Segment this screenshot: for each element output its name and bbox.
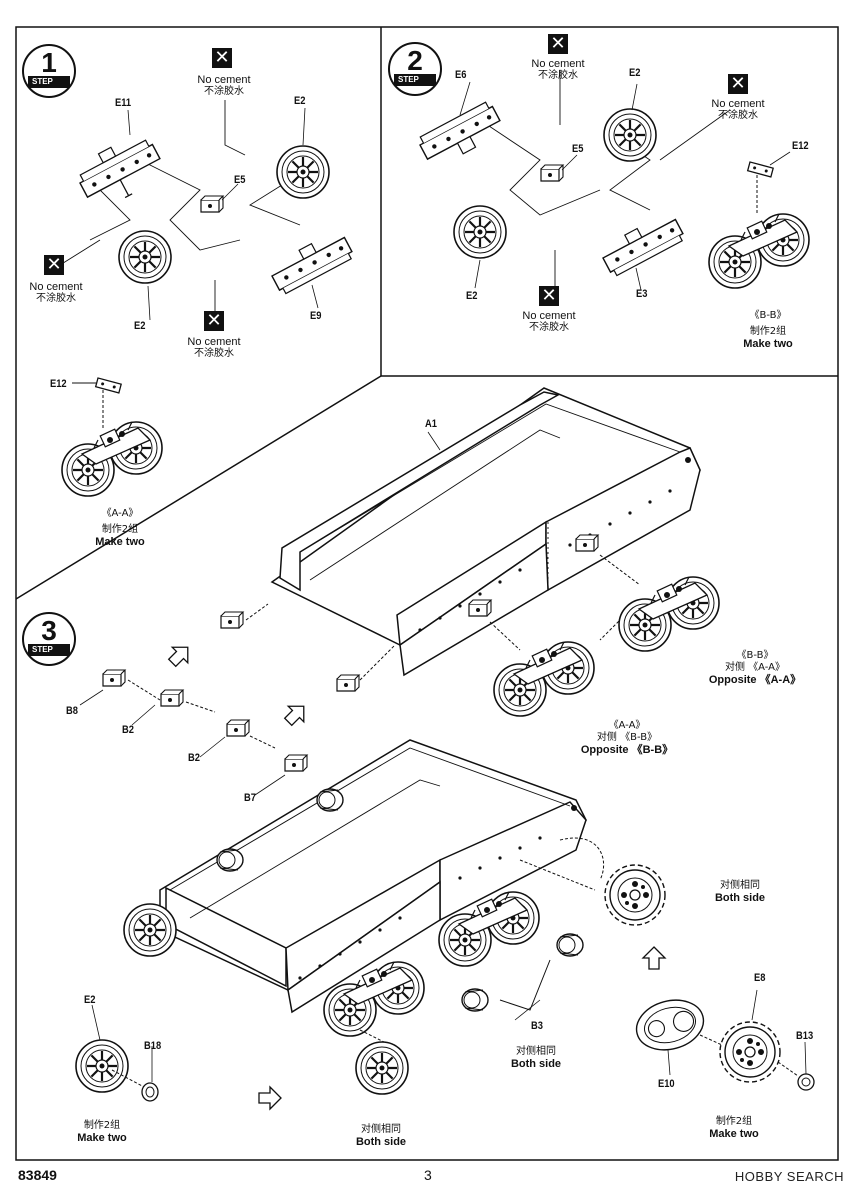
step-2-badge: 2 STEP [388,42,442,96]
no-cement-icon: ✕ [204,311,224,331]
part-label-E12: E12 [50,378,67,390]
bb-opposite-aa-note: 《B-B》 对侧 《A-A》 Opposite 《A-A》 [700,650,810,686]
no-cement-en: No cement [197,74,251,86]
aa-opposite-bb-note: 《A-A》 对侧 《B-B》 Opposite 《B-B》 [572,720,682,756]
no-cement-cn: 不涂胶水 [204,86,244,97]
no-cement-note: No cement 不涂胶水 [700,98,776,122]
both-side-cn: 对侧相同 [720,880,760,891]
no-cement-note: No cement 不涂胶水 [18,281,94,305]
opposite-bb-en: Opposite 《B-B》 [580,744,674,756]
both-side-en: Both side [355,1136,407,1148]
both-side-cn: 对侧相同 [516,1046,556,1057]
opposite-aa-cn: 对侧 《A-A》 [724,662,786,673]
subassembly-bb-note: 《B-B》 制作2组 Make two [728,310,808,350]
wheel-both-side-note: 对侧相同 Both side [345,1124,417,1148]
make-two-cn: 制作2组 [83,1120,121,1131]
both-side-en: Both side [510,1058,562,1070]
make-two-en: Make two [709,1128,759,1140]
part-label-E2: E2 [134,320,146,332]
roller-both-side-note: 对侧相同 Both side [500,1046,572,1070]
no-cement-en: No cement [531,58,585,70]
no-cement-note: No cement 不涂胶水 [520,58,596,82]
make-two-en: Make two [743,338,793,350]
no-cement-en: No cement [187,336,241,348]
part-label-E9: E9 [310,310,322,322]
part-label-B18: B18 [144,1040,162,1052]
part-label-E2: E2 [466,290,478,302]
part-label-B3: B3 [531,1020,543,1032]
make-two-en: Make two [77,1132,127,1144]
step-number: 2 [407,45,423,76]
make-two-en: Make two [95,536,145,548]
subassembly-bb-label: 《B-B》 [736,650,774,661]
step-3-badge: 3 STEP [22,612,76,666]
subassembly-aa-label: 《A-A》 [101,508,139,519]
part-label-B13: B13 [796,1030,814,1042]
make-two-cn: 制作2组 [715,1116,753,1127]
wheel-make-two-note: 制作2组 Make two [66,1120,138,1144]
no-cement-icon: ✕ [539,286,559,306]
part-label-E5: E5 [234,174,246,186]
both-side-en: Both side [714,892,766,904]
no-cement-en: No cement [29,281,83,293]
no-cement-icon: ✕ [548,34,568,54]
step-tag: STEP [28,644,70,656]
part-label-B2: B2 [122,724,134,736]
part-label-E3: E3 [636,288,648,300]
part-label-E2: E2 [294,95,306,107]
both-side-cn: 对侧相同 [361,1124,401,1135]
step-tag: STEP [28,76,70,88]
subassembly-aa-note: 《A-A》 制作2组 Make two [80,508,160,548]
no-cement-note: No cement 不涂胶水 [176,336,252,360]
part-label-E11: E11 [115,97,132,109]
subassembly-bb-label: 《B-B》 [749,310,787,321]
watermark-text: HOBBY SEARCH [734,1169,844,1184]
no-cement-note: No cement 不涂胶水 [511,310,587,334]
no-cement-cn: 不涂胶水 [529,322,569,333]
part-label-E5: E5 [572,143,584,155]
step-tag: STEP [394,74,436,86]
no-cement-icon: ✕ [44,255,64,275]
step-number: 3 [41,615,57,646]
step-1-badge: 1 STEP [22,44,76,98]
no-cement-cn: 不涂胶水 [718,110,758,121]
part-label-B8: B8 [66,705,78,717]
make-two-cn: 制作2组 [749,326,787,337]
catalog-number: 83849 [18,1167,57,1183]
no-cement-en: No cement [711,98,765,110]
no-cement-icon: ✕ [728,74,748,94]
opposite-aa-en: Opposite 《A-A》 [708,674,802,686]
subassembly-aa-label: 《A-A》 [608,720,646,731]
part-label-B2: B2 [188,752,200,764]
part-label-E2: E2 [84,994,96,1006]
no-cement-en: No cement [522,310,576,322]
sprocket-both-side-note: 对侧相同 Both side [704,880,776,904]
part-label-E6: E6 [455,69,467,81]
part-label-B7: B7 [244,792,256,804]
idler-make-two-note: 制作2组 Make two [698,1116,770,1140]
no-cement-icon: ✕ [212,48,232,68]
part-label-E8: E8 [754,972,766,984]
no-cement-cn: 不涂胶水 [36,293,76,304]
part-label-E12: E12 [792,140,809,152]
page-number: 3 [424,1167,432,1183]
no-cement-cn: 不涂胶水 [194,348,234,359]
step-number: 1 [41,47,57,78]
no-cement-cn: 不涂胶水 [538,70,578,81]
part-label-E10: E10 [658,1078,675,1090]
part-label-E2: E2 [629,67,641,79]
make-two-cn: 制作2组 [101,524,139,535]
opposite-bb-cn: 对侧 《B-B》 [596,732,658,743]
no-cement-note: No cement 不涂胶水 [186,74,262,98]
part-label-A1: A1 [425,418,437,430]
